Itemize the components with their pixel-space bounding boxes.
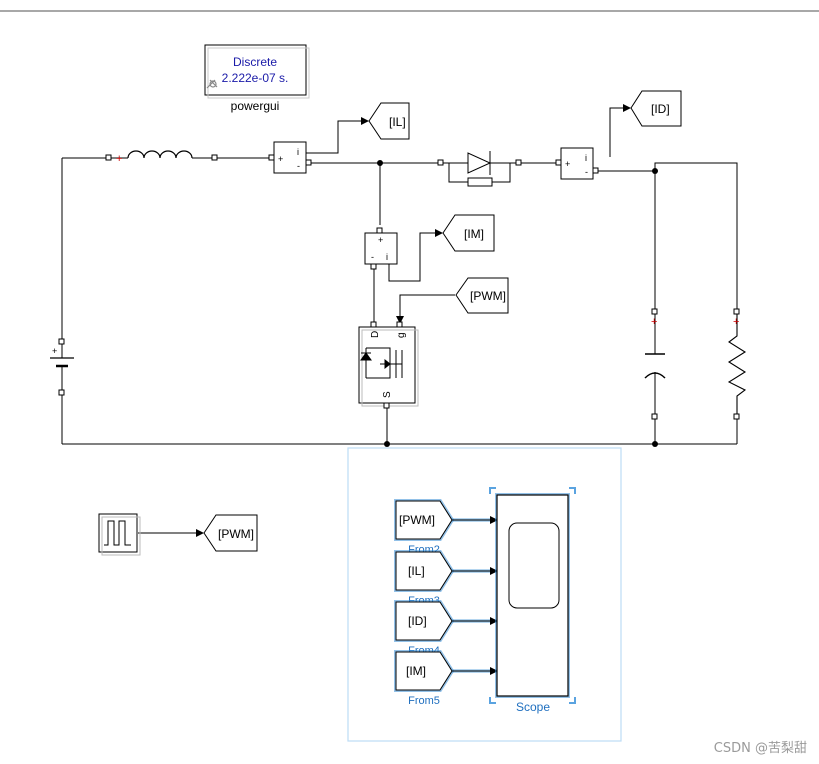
wire-right-top xyxy=(596,162,738,312)
scope-block[interactable]: Scope xyxy=(489,487,576,714)
current-meter-id[interactable]: + i - xyxy=(555,147,599,180)
from3-tag: [IL] xyxy=(408,564,425,578)
capacitor[interactable]: + xyxy=(644,308,666,420)
svg-text:+: + xyxy=(733,316,739,328)
from-block-il[interactable]: [IL] From3 xyxy=(394,550,455,607)
junctions xyxy=(377,160,658,447)
from-block-im[interactable]: [IM] From5 xyxy=(394,650,455,707)
meter-il-plus: + xyxy=(278,154,283,164)
meter-il-minus: - xyxy=(297,161,300,171)
from2-tag: [PWM] xyxy=(399,513,435,527)
scope-selection-handles xyxy=(489,487,576,704)
meter-id-plus: + xyxy=(565,159,570,169)
svg-text:+: + xyxy=(52,346,57,356)
mosfet-symbol-icon xyxy=(360,347,403,379)
from-block-pwm[interactable]: [PWM] From2 xyxy=(394,499,455,556)
signal-il xyxy=(306,117,369,154)
current-meter-im[interactable]: + - i xyxy=(364,227,398,270)
resistor[interactable]: + xyxy=(727,308,747,420)
powergui-name: powergui xyxy=(231,99,280,113)
powergui-block[interactable]: Discrete 2.222e-07 s. xyxy=(204,44,310,99)
from5-name: From5 xyxy=(408,695,440,707)
current-meter-il[interactable]: + i - xyxy=(268,141,312,174)
mosfet-gate-label: g xyxy=(396,332,407,338)
goto-pwm[interactable]: [PWM] xyxy=(203,514,258,552)
signal-id xyxy=(609,104,631,157)
plug-icon xyxy=(206,79,218,89)
scope-screen-icon xyxy=(508,522,560,609)
meter-id-minus: - xyxy=(585,167,588,177)
meter-im-i: i xyxy=(386,252,388,262)
diode-block[interactable] xyxy=(437,151,522,187)
from-pwm-gate-label: [PWM] xyxy=(470,289,506,303)
from-block-id[interactable]: [ID] From4 xyxy=(394,600,455,657)
circuit-wires xyxy=(61,104,738,537)
dc-voltage-source[interactable]: + xyxy=(50,338,74,396)
goto-id[interactable]: [ID] xyxy=(630,90,682,127)
meter-il-i: i xyxy=(297,147,299,157)
mosfet-source-label: S xyxy=(382,391,393,398)
svg-text:+: + xyxy=(651,316,657,328)
pulse-wave-icon xyxy=(104,520,131,546)
from5-tag: [IM] xyxy=(406,664,426,678)
from4-tag: [ID] xyxy=(408,614,427,628)
powergui-sample-time: 2.222e-07 s. xyxy=(222,71,289,85)
mosfet-block[interactable]: D g S xyxy=(358,321,419,409)
goto-id-label: [ID] xyxy=(651,102,670,116)
meter-im-minus: - xyxy=(371,252,374,262)
goto-pwm-label: [PWM] xyxy=(218,527,254,541)
goto-il-label: [IL] xyxy=(389,115,406,129)
goto-im[interactable]: [IM] xyxy=(442,214,495,252)
meter-im-plus: + xyxy=(378,235,383,245)
selection-area xyxy=(347,447,622,742)
scope-name: Scope xyxy=(516,700,550,714)
watermark: CSDN @苦梨甜 xyxy=(713,741,807,756)
signal-im xyxy=(388,229,443,282)
goto-im-label: [IM] xyxy=(464,227,484,241)
from-pwm-gate[interactable]: [PWM] xyxy=(455,277,509,314)
svg-text:+: + xyxy=(116,153,122,165)
inductor[interactable]: + xyxy=(105,150,218,165)
scope-signal-lines xyxy=(452,516,498,675)
goto-il[interactable]: [IL] xyxy=(368,102,410,140)
meter-id-i: i xyxy=(585,153,587,163)
toolbar-strip xyxy=(0,0,819,12)
pulse-generator[interactable] xyxy=(98,513,141,556)
powergui-mode: Discrete xyxy=(233,55,277,69)
mosfet-drain-label: D xyxy=(370,331,381,338)
signal-pwm-gate xyxy=(396,294,455,324)
